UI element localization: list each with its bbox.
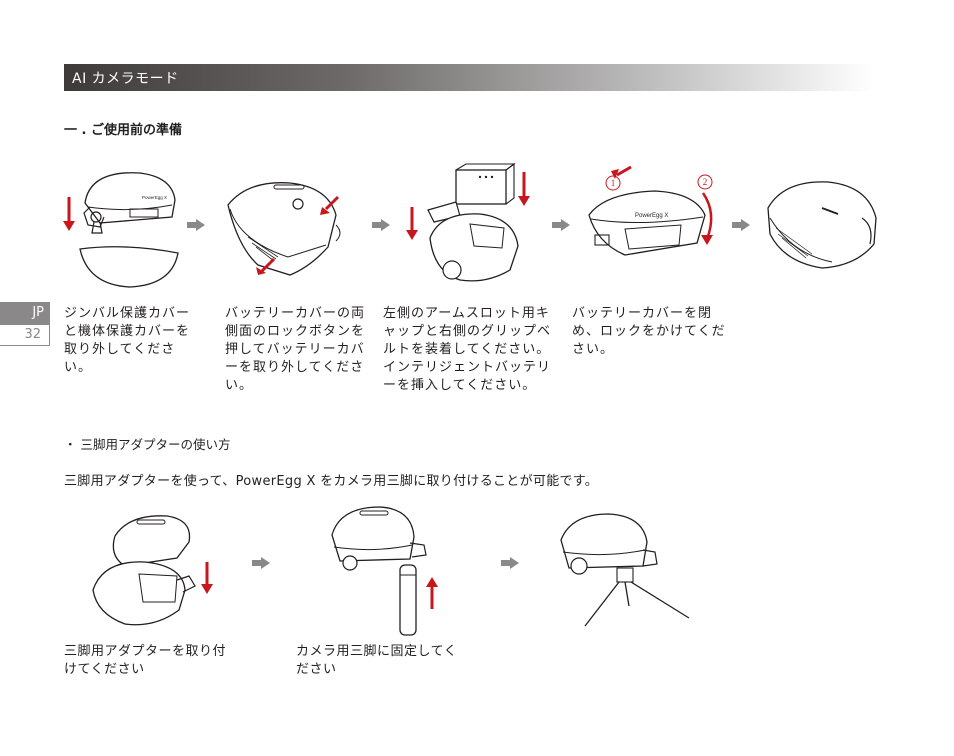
step2-text: バッテリーカバーの両側面のロックボタンを押してバッテリーカバーを取り外してくださ…: [225, 306, 366, 393]
step2-illustration: [227, 182, 341, 276]
step3-text: 左側のアームスロット用キャップと右側のグリップベルトを装着してください。インテリ…: [383, 306, 552, 393]
step4-text: バッテリーカバーを閉め、ロックをかけてください。: [572, 306, 726, 357]
tripod-step2-text: カメラ用三脚に固定してください: [296, 644, 458, 677]
language-label: JP: [0, 302, 50, 324]
tripod-step2-illustration: [331, 506, 438, 636]
tripod-step1-text: 三脚用アダプターを取り付けてください: [64, 644, 227, 677]
side-page-tab: JP 32: [0, 302, 50, 346]
step-arrow-icon: [372, 219, 390, 231]
tripod-step3-illustration: [560, 513, 690, 627]
tripod-section-title: ・ 三脚用アダプターの使い方: [64, 437, 231, 452]
tripod-step1-illustration: [92, 515, 213, 626]
step-arrow-icon: [501, 557, 519, 569]
section-title: 一 . ご使用前の準備: [64, 123, 182, 138]
step4-illustration: PowerEgg X 1 2: [588, 165, 713, 256]
step3-illustration: [406, 162, 530, 282]
step-arrow-icon: [252, 557, 270, 569]
header-bar: AI カメラモード: [64, 64, 874, 91]
step4-brand-label: PowerEgg X: [635, 213, 668, 219]
step1-brand-label: PowerEgg X: [142, 195, 167, 200]
step-arrow-icon: [187, 219, 205, 231]
step-arrow-icon: [732, 219, 750, 231]
step1-text: ジンバル保護カバーと機体保護カバーを取り外してください。: [64, 306, 191, 375]
page-number: 32: [0, 324, 50, 346]
tripod-intro-text: 三脚用アダプターを使って、PowerEgg X をカメラ用三脚に取り付けることが…: [64, 474, 599, 489]
step1-illustration: PowerEgg X: [63, 172, 179, 288]
header-title: AI カメラモード: [72, 71, 179, 87]
figure-step-number-2: 2: [703, 177, 708, 187]
figure-step-number-1: 1: [611, 178, 616, 188]
step-arrow-icon: [552, 219, 570, 231]
step5-illustration: [767, 181, 877, 269]
